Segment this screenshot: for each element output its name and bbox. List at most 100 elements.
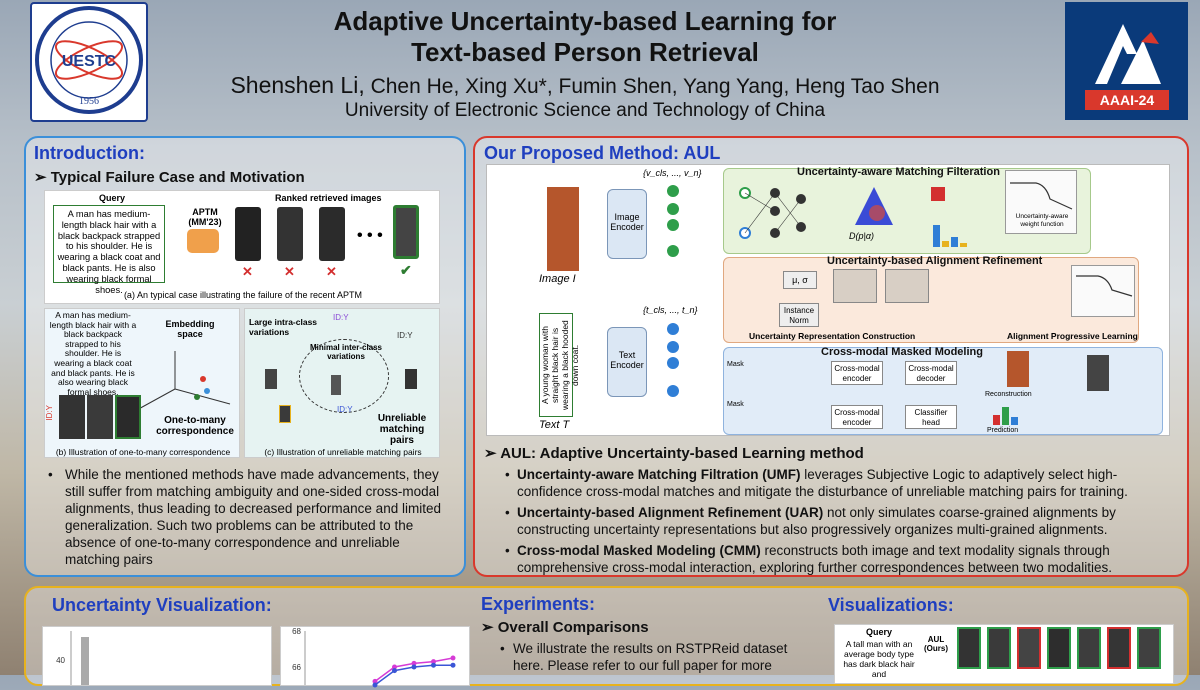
- prediction-label: Prediction: [987, 427, 1019, 434]
- vis-result-image: [1047, 627, 1071, 669]
- mask-label-2: Mask: [727, 401, 744, 408]
- co-authors: Chen He, Xing Xu*, Fumin Shen, Yang Yang…: [364, 75, 940, 98]
- uestc-logo-text: UESTC: [62, 53, 117, 70]
- poster-header: UESTC 1956 Adaptive Uncertainty-based Le…: [0, 0, 1200, 128]
- title-line-1: Adaptive Uncertainty-based Learning for: [333, 6, 837, 36]
- figure-b: A man has medium-length black hair with …: [44, 308, 240, 458]
- weight-function-plot-2: [1071, 265, 1135, 317]
- bullet-icon: •: [500, 641, 505, 656]
- fig-b-space-label: Embedding space: [165, 319, 215, 339]
- series-point: [450, 662, 456, 668]
- text-features-label: {t_cls, ..., t_n}: [643, 305, 698, 315]
- classifier-head: Classifier head: [905, 405, 957, 429]
- vis-result-image: [957, 627, 981, 669]
- vis-query-text: A tall man with an average body type has…: [843, 639, 915, 679]
- text-input-label: Text T: [539, 419, 570, 431]
- ellipsis-icon: • • •: [357, 227, 383, 244]
- fig-c-id-1: ID:Y: [397, 331, 413, 340]
- aul-item-uar-name: Uncertainty-based Alignment Refinement (…: [517, 505, 824, 520]
- embedding-space-diagram: [134, 351, 231, 412]
- urc-label: Uncertainty Representation Construction: [749, 331, 916, 341]
- fig-a-query-label: Query: [99, 193, 126, 203]
- fig-c-id-3: ID:Y: [337, 405, 353, 414]
- aul-item-cmm-name: Cross-modal Masked Modeling (CMM): [517, 543, 761, 558]
- affiliation: University of Electronic Science and Tec…: [344, 100, 826, 121]
- aul-component-list: Uncertainty-aware Matching Filtration (U…: [505, 466, 1175, 580]
- series-point: [372, 678, 378, 684]
- arrow-bullet-icon: ➢: [484, 445, 501, 462]
- experiments-text: We illustrate the results on RSTPReid da…: [513, 641, 788, 673]
- text-query-box: A young woman with straight black hair i…: [539, 313, 580, 417]
- person-image: [87, 395, 113, 439]
- series-point: [431, 662, 436, 668]
- method-title: Our Proposed Method: AUL: [484, 143, 721, 163]
- vis-result-image: [1137, 627, 1161, 669]
- fig-c-id-2: ID:Y: [333, 313, 349, 322]
- experiments-subtitle: ➢ Overall Comparisons: [481, 618, 649, 636]
- fig-b-caption: (b) Illustration of one-to-many correspo…: [55, 447, 231, 457]
- instance-norm-box: Instance Norm: [779, 303, 819, 327]
- apl-label: Alignment Progressive Learning: [1007, 331, 1138, 341]
- fig-c-inter-label: Minimal inter-class variations: [309, 343, 383, 361]
- text-encoder: Text Encoder: [607, 327, 647, 397]
- intro-subtitle: ➢ Typical Failure Case and Motivation: [34, 168, 305, 186]
- retrieved-image: [319, 207, 345, 261]
- retrieved-image: [235, 207, 261, 261]
- fig-b-id-label: ID:Y: [45, 405, 54, 421]
- vis-method-label: AUL (Ours): [924, 635, 948, 653]
- experiments-bullet: • We illustrate the results on RSTPReid …: [500, 640, 810, 674]
- weight-function-label: Uncertainty-aware weight function: [1015, 213, 1069, 228]
- check-icon: ✔: [400, 262, 412, 278]
- introduction-title: Introduction:: [34, 143, 145, 163]
- model-icon: [187, 229, 219, 253]
- person-image: [59, 395, 85, 439]
- bar-tick-label: 40: [56, 656, 65, 665]
- input-person-image: [547, 187, 579, 271]
- uncertainty-box: [931, 187, 945, 201]
- lead-author: Shenshen Li,: [230, 72, 365, 98]
- figure-a: Query A man has medium-length black hair…: [44, 190, 440, 304]
- series-point: [392, 668, 397, 674]
- series-point: [450, 655, 456, 661]
- aaai-logo-text: AAAI-24: [1100, 92, 1155, 108]
- person-image: [265, 369, 277, 389]
- experiments-title: Experiments:: [481, 594, 596, 614]
- cross-modal-encoder-1: Cross-modal encoder: [831, 361, 883, 385]
- cross-icon: ✕: [326, 264, 337, 279]
- series-point: [431, 659, 436, 665]
- uestc-logo: UESTC 1956: [30, 2, 148, 122]
- figure-c: Large intra-class variations ID:Y ID:Y M…: [244, 308, 440, 458]
- vis-result-image: [1107, 627, 1131, 669]
- vis-query-label: Query: [865, 627, 892, 637]
- cross-modal-encoder-2: Cross-modal encoder: [831, 405, 883, 429]
- aul-item-umf: Uncertainty-aware Matching Filtration (U…: [505, 466, 1175, 500]
- bullet-icon: •: [48, 467, 53, 482]
- uncertainty-bar-chart: 40: [42, 626, 272, 686]
- aul-item-umf-desc: leverages Subjective Logic to adaptively…: [517, 467, 1128, 499]
- image-features-label: {v_cls, ..., v_n}: [643, 168, 702, 178]
- poster-title: Adaptive Uncertainty-based Learning for …: [200, 6, 970, 68]
- uar-title: Uncertainty-based Alignment Refinement: [827, 255, 1043, 267]
- evidence-bars: [933, 225, 967, 247]
- person-image: [115, 395, 141, 439]
- series-point: [392, 664, 397, 670]
- fig-a-caption: (a) An typical case illustrating the fai…: [123, 290, 363, 300]
- intro-subtitle-text: Typical Failure Case and Motivation: [50, 169, 305, 186]
- fig-a-query-box: A man has medium-length black hair with …: [53, 205, 165, 295]
- aul-subtitle: ➢ AUL: Adaptive Uncertainty-based Learni…: [484, 444, 864, 462]
- bar-mark: [81, 637, 89, 685]
- arrow-bullet-icon: ➢: [34, 169, 51, 186]
- method-figure: Uncertainty-aware Matching Filteration U…: [486, 164, 1170, 436]
- image-input-label: Image I: [539, 273, 576, 285]
- series-point: [411, 660, 417, 666]
- image-token-column: [667, 185, 679, 257]
- title-line-2: Text-based Person Retrieval: [411, 37, 759, 67]
- experiments-subtitle-text: Overall Comparisons: [497, 619, 649, 636]
- fig-c-caption: (c) Illustration of unreliable matching …: [264, 447, 422, 457]
- vis-result-image: [1017, 627, 1041, 669]
- reconstructed-image: [1007, 351, 1029, 387]
- fig-a-model-label: APTM (MM'23): [188, 207, 222, 227]
- dirichlet-label: D(p|α): [849, 231, 874, 241]
- retrieval-visualization: Query A tall man with an average body ty…: [834, 624, 1174, 684]
- vis-result-image: [987, 627, 1011, 669]
